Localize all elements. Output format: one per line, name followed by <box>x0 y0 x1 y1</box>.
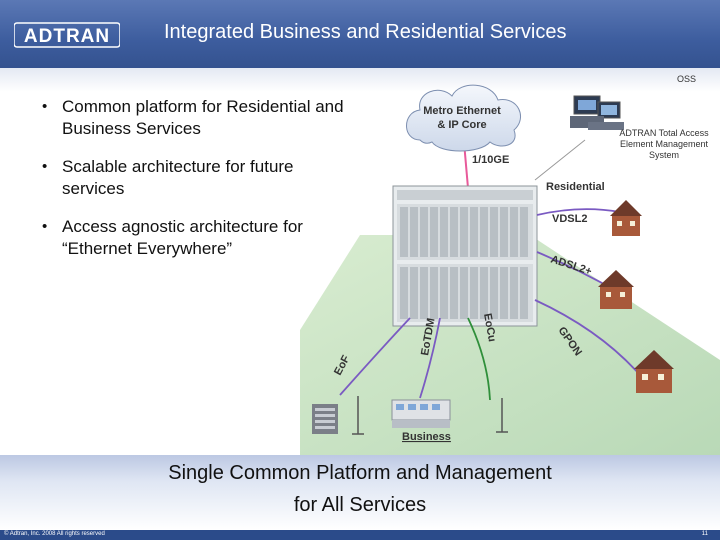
house-icon <box>634 350 674 393</box>
copyright: © Adtran, Inc. 2008 All rights reserved <box>4 531 105 537</box>
link-eof <box>339 317 411 396</box>
link-vdsl2 <box>536 208 621 216</box>
bullet-list: Common platform for Residential and Busi… <box>40 96 360 276</box>
oss-link-line <box>534 139 586 181</box>
cloud-label-line1: Metro Ethernet <box>423 105 501 117</box>
ems-workstation <box>570 95 624 130</box>
cloud-icon <box>406 84 521 152</box>
ems-label: ADTRAN Total Access Element Management S… <box>619 128 709 160</box>
access-shelf <box>392 185 538 327</box>
bullet-item: Scalable architecture for future service… <box>40 156 360 200</box>
link-label-eocu: EoCu <box>481 312 498 342</box>
adtran-logo: ADTRAN <box>14 22 120 48</box>
page-title: Integrated Business and Residential Serv… <box>164 21 567 43</box>
building-icon <box>391 399 451 428</box>
bullet-item: Common platform for Residential and Busi… <box>40 96 360 140</box>
link-eocu <box>467 317 491 401</box>
link-gpon <box>534 299 641 376</box>
building-icon <box>312 404 338 434</box>
link-label-vdsl2: VDSL2 <box>552 213 587 225</box>
footer-bar <box>0 530 720 540</box>
business-label: Business <box>402 431 451 443</box>
tower-icon <box>496 398 508 433</box>
link-eotdm <box>419 317 441 399</box>
tower-icon <box>352 396 364 435</box>
bullet-item: Access agnostic architecture for “Ethern… <box>40 216 360 260</box>
tagline-line2: for All Services <box>293 494 427 516</box>
header-bar <box>0 0 720 68</box>
oss-label: OSS <box>676 74 696 84</box>
residential-label: Residential <box>546 181 605 193</box>
oss-bar <box>0 68 720 92</box>
tagline-bar <box>0 455 720 530</box>
page-number: 11 <box>701 531 708 537</box>
uplink-label: 1/10GE <box>472 154 509 166</box>
house-icon <box>598 270 634 309</box>
tagline-line1: Single Common Platform and Management <box>168 462 552 484</box>
logo-text: ADTRAN <box>24 26 110 47</box>
cloud-label-line2: & IP Core <box>437 119 486 131</box>
house-icon <box>610 200 642 236</box>
